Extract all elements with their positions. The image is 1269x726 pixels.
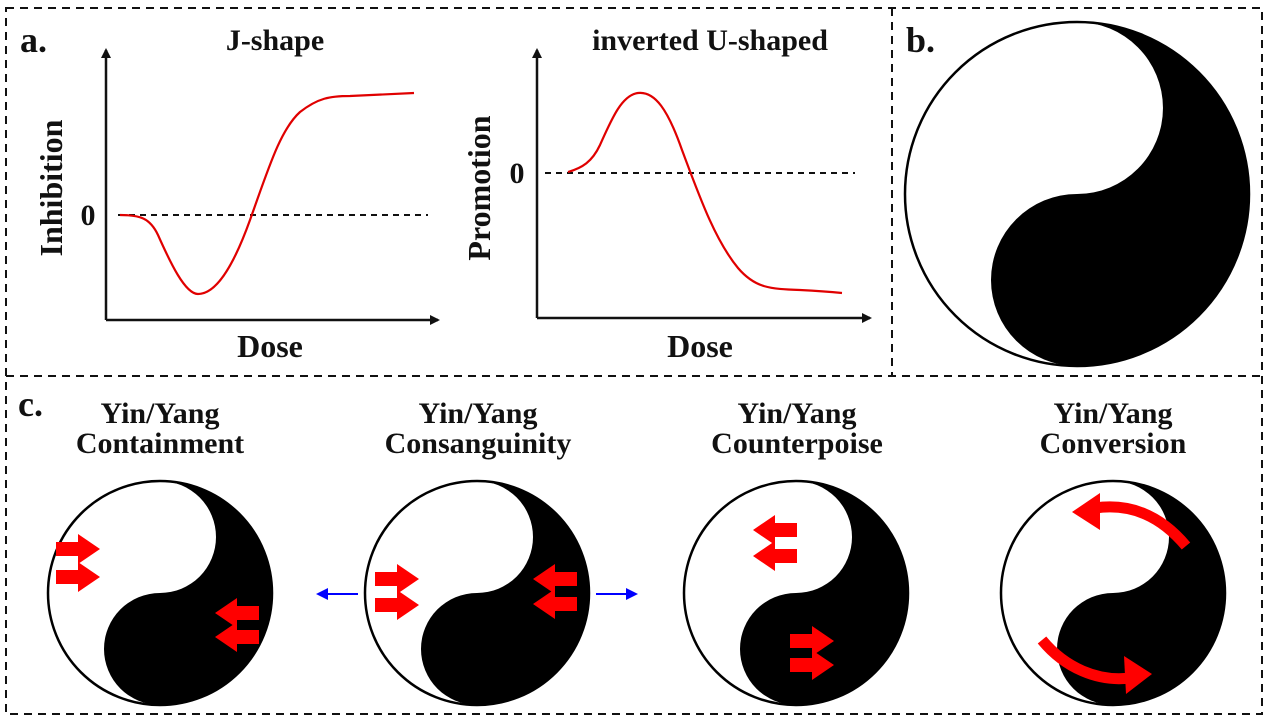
red-arrow-left — [215, 598, 259, 628]
containment-dark-half — [104, 481, 272, 705]
plot-left-ylabel: Inhibition — [33, 119, 69, 256]
plot-inverted-u: inverted U-shaped 0 Promotion Dose — [461, 24, 872, 364]
yin-yang-counterpoise — [682, 479, 910, 707]
red-arrow-right — [375, 564, 419, 594]
consanguinity-dark-half — [421, 481, 589, 705]
containment-title-line2: Containment — [76, 427, 244, 460]
counterpoise-title-line1: Yin/Yang — [738, 397, 857, 430]
plot-right-ylabel: Promotion — [461, 115, 497, 260]
consanguinity-title-line2: Consanguinity — [385, 427, 572, 460]
plot-right-title: inverted U-shaped — [592, 24, 828, 57]
panel-c: c. Yin/Yang Containment Yin/Yang Consang… — [18, 384, 1227, 707]
red-arrow-left — [533, 589, 577, 619]
yin-yang-containment — [46, 479, 274, 707]
red-arrow-right — [56, 562, 100, 592]
panel-c-label: c. — [18, 384, 43, 424]
yin-yang-large — [903, 20, 1251, 368]
inverted-u-curve — [567, 91, 843, 295]
counterpoise-title-line2: Counterpoise — [711, 427, 883, 460]
panel-a: a. J-shape 0 Inhibition Dose inverted U-… — [20, 20, 872, 364]
plot-right-xlabel: Dose — [667, 328, 733, 364]
red-arrow-right — [790, 626, 834, 656]
plot-left-title: J-shape — [226, 24, 324, 57]
red-arrow-right — [375, 590, 419, 620]
panel-a-label: a. — [20, 20, 47, 60]
plot-left-xlabel: Dose — [237, 328, 303, 364]
plot-right-zero-label: 0 — [510, 157, 525, 190]
red-arrow-left — [753, 515, 797, 545]
red-arrow-left — [753, 541, 797, 571]
containment-title-line1: Yin/Yang — [101, 397, 220, 430]
containment-arrows — [56, 534, 259, 652]
consanguinity-arrows — [375, 564, 577, 620]
conversion-title-line1: Yin/Yang — [1054, 397, 1173, 430]
red-arrow-right — [56, 534, 100, 564]
panel-b-label: b. — [906, 20, 935, 60]
plot-j-shape: J-shape 0 Inhibition Dose — [33, 24, 440, 364]
yin-yang-black-dot — [1057, 258, 1097, 298]
red-arrow-right — [790, 650, 834, 680]
panel-c-titles: Yin/Yang Containment Yin/Yang Consanguin… — [76, 397, 1187, 460]
panel-b: b. — [903, 20, 1251, 368]
curved-arrow-top — [1094, 501, 1191, 550]
curved-arrow-bottom — [1037, 636, 1131, 685]
panel-borders — [5, 7, 1263, 715]
counterpoise-arrows — [753, 515, 834, 680]
red-arrow-left — [215, 622, 259, 652]
yin-yang-white-dot — [1057, 88, 1097, 128]
outer-border — [5, 7, 1263, 715]
yin-yang-dark-half — [991, 22, 1249, 366]
counterpoise-dark-half — [740, 481, 908, 705]
consanguinity-title-line1: Yin/Yang — [419, 397, 538, 430]
yin-yang-consanguinity — [363, 479, 591, 707]
conversion-title-line2: Conversion — [1040, 427, 1187, 460]
yin-yang-conversion — [999, 479, 1227, 707]
curved-arrow-top-head — [1072, 493, 1100, 530]
j-shape-curve — [119, 91, 415, 296]
red-arrow-left — [533, 564, 577, 594]
curved-arrow-bottom-head — [1124, 656, 1152, 694]
plot-left-zero-label: 0 — [81, 199, 96, 232]
